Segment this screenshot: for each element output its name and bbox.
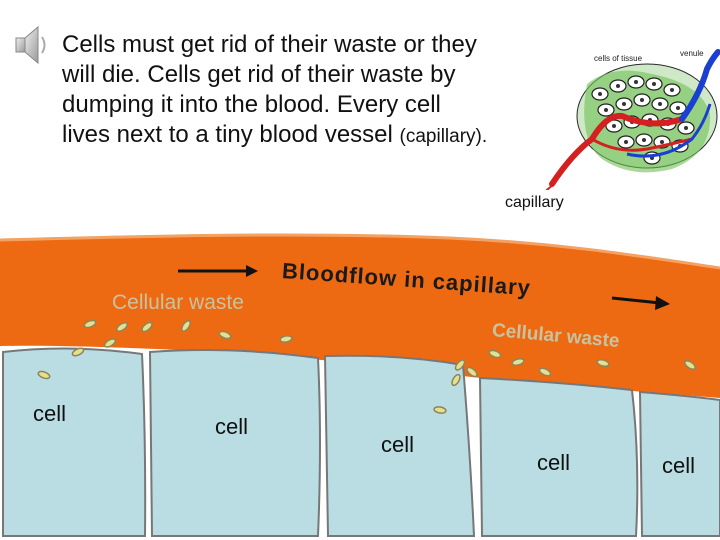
waste-particle [454,359,466,371]
capillary-tissue-illustration: cells of tissue venule [545,49,720,190]
waste-particle [181,320,191,332]
waste-particle [37,370,51,380]
waste-particle [684,360,696,370]
waste-particle [488,349,502,359]
inset-label-venule: venule [680,49,704,58]
tissue-cell-5 [638,390,720,537]
tissue-cells-row [2,347,720,537]
flow-arrow-left [178,265,258,277]
capillary-blue-branch [626,103,712,158]
cell-label-1: cell [33,401,67,426]
waste-particle [466,366,478,378]
waste-particle [71,347,85,357]
slide-body-text: Cells must get rid of their waste or the… [62,30,492,152]
waste-particle [596,358,610,368]
flow-arrow-right [611,296,670,310]
waste-particle [116,322,128,332]
tissue-cell-4 [478,376,639,537]
waste-particle [433,406,447,414]
tissue-cell-3 [323,354,476,537]
capillary-blood-band [0,234,720,398]
waste-particle [83,319,97,329]
body-text-main: Cells must get rid of their waste or the… [62,31,477,148]
waste-particle [103,338,117,348]
cellular-waste-label-left: Cellular waste [112,291,244,314]
cell-label-5: cell [662,453,696,478]
capillary-pointer-line [545,183,555,190]
waste-particle [511,357,525,367]
cell-label-3: cell [381,432,415,457]
waste-particle [451,373,461,387]
cell-label-2: cell [215,414,249,439]
flow-arrows [178,265,670,310]
waste-particle [538,367,552,377]
venule-vessel [679,49,720,122]
body-text-parenthetical: (capillary). [399,126,488,147]
waste-particles [37,319,696,414]
blood-band-top-edge [0,233,720,270]
waste-particle [218,330,232,340]
inset-caption: capillary [505,194,564,211]
arteriole-vessel [549,112,685,187]
tissue-cell-2 [148,349,321,537]
tissue-cell-1 [2,347,147,537]
cell-label-4: cell [537,450,571,475]
capillary-red-branch [591,137,693,152]
speaker-icon[interactable] [14,22,50,68]
waste-particle [279,335,293,343]
waste-particle [141,321,153,333]
inset-label-tissue: cells of tissue [594,54,643,63]
